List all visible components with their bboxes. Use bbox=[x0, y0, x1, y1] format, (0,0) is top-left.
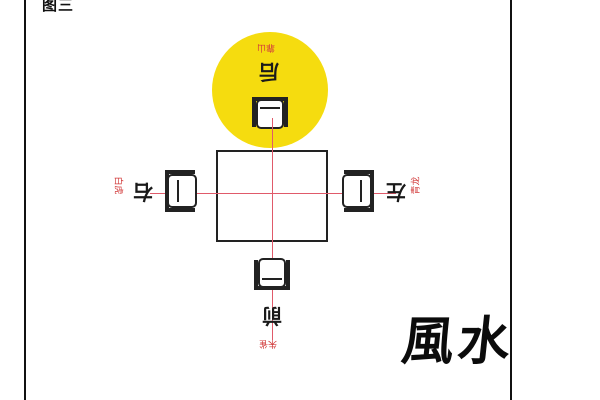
figure-label: 图三 bbox=[42, 0, 75, 14]
direction-label-front: 前 bbox=[262, 304, 282, 328]
chair-right-side bbox=[163, 168, 199, 214]
chair-back bbox=[250, 95, 290, 131]
vertical-axis-line bbox=[272, 118, 273, 340]
direction-sub-front: 朱雀 bbox=[259, 338, 278, 348]
chair-front bbox=[252, 256, 292, 292]
fengshui-watermark: 風水 bbox=[398, 311, 518, 372]
direction-label-back: 后 bbox=[259, 60, 279, 84]
chair-left-side bbox=[340, 168, 376, 214]
direction-label-left: 左 bbox=[386, 180, 406, 204]
direction-sub-back: 靠山 bbox=[257, 42, 276, 52]
direction-label-right: 右 bbox=[133, 180, 153, 204]
direction-sub-right: 白虎 bbox=[112, 176, 123, 195]
diagram-frame bbox=[24, 0, 512, 400]
direction-sub-left: 青龙 bbox=[411, 176, 422, 195]
horizontal-axis-line bbox=[150, 193, 396, 194]
